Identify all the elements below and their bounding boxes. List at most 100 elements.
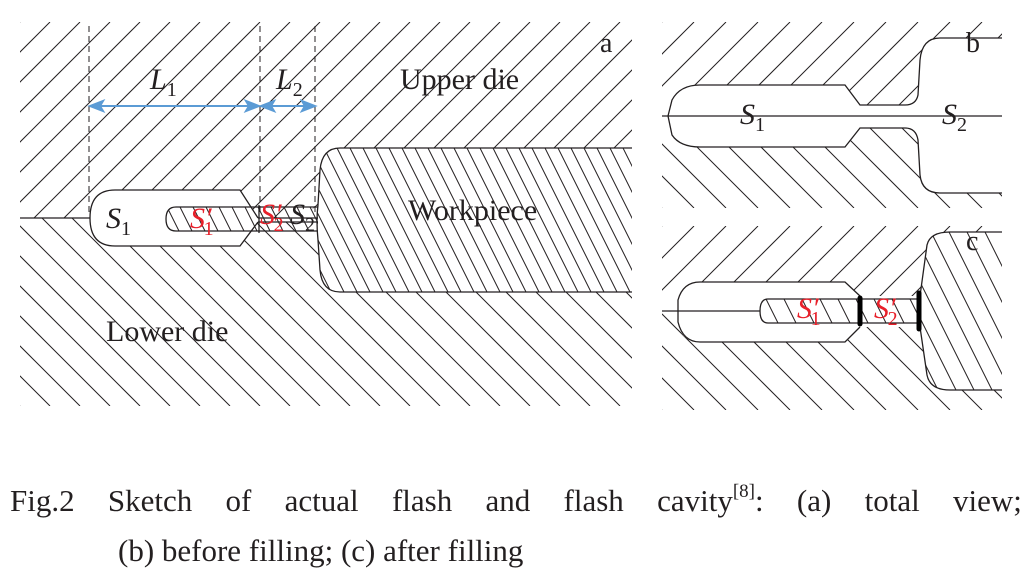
dimension-arrows bbox=[87, 99, 318, 113]
hatch-line bbox=[221, 218, 411, 406]
hatch-line bbox=[662, 312, 759, 410]
caption-word: view; bbox=[952, 483, 1022, 518]
hatch-line bbox=[479, 148, 553, 292]
hatch-line bbox=[722, 312, 823, 410]
hatch-line bbox=[662, 312, 727, 410]
panel-b-tag: b bbox=[966, 28, 980, 59]
caption-fig-number: Fig.2 bbox=[10, 483, 75, 518]
hatch-line bbox=[662, 120, 727, 208]
actual-flash-outline bbox=[165, 206, 318, 232]
hatch-line bbox=[551, 218, 632, 406]
hatch-line bbox=[701, 148, 773, 292]
hatch-line bbox=[205, 207, 219, 231]
hatch-line bbox=[662, 22, 695, 115]
upper-cavity-outline bbox=[667, 37, 1002, 117]
caption-line-1: Fig.2 Sketch of actual flash and flash c… bbox=[10, 476, 1022, 526]
hatch-line bbox=[20, 218, 171, 406]
caption-word: actual bbox=[284, 483, 359, 518]
hatch-line bbox=[20, 22, 21, 218]
hatch-line bbox=[192, 207, 206, 231]
workpiece-hatch bbox=[317, 148, 786, 292]
actual-flash-outline bbox=[759, 298, 860, 324]
hatch-line bbox=[317, 148, 345, 292]
citation-ref: [8] bbox=[732, 481, 755, 502]
hatch-line bbox=[672, 226, 759, 312]
hatch-line bbox=[244, 207, 258, 231]
hatch-line bbox=[714, 148, 786, 292]
panel-c-S1-prime-label: S′1 bbox=[797, 292, 821, 330]
workpiece-outline bbox=[316, 147, 632, 293]
hatch-line bbox=[309, 207, 318, 231]
hatch-line bbox=[662, 226, 695, 312]
hatch-line bbox=[814, 22, 1010, 218]
hatch-line bbox=[123, 22, 321, 218]
caption-word: Sketch bbox=[107, 483, 193, 518]
hatch-line bbox=[649, 148, 721, 292]
panel-b-S1-label: S1 bbox=[740, 98, 765, 136]
hatch-line bbox=[581, 218, 632, 406]
hatch-line bbox=[531, 311, 630, 410]
hatch-line bbox=[270, 207, 284, 231]
panel-b-S2-label: S2 bbox=[942, 98, 967, 136]
caption-word: total bbox=[864, 483, 920, 518]
S2-label: S2 bbox=[290, 198, 315, 236]
hatch-line bbox=[634, 22, 830, 218]
hatch-line bbox=[536, 22, 630, 116]
hatch-line bbox=[311, 218, 501, 406]
upper-die-label: Upper die bbox=[400, 63, 519, 96]
c-workpiece-hatch bbox=[920, 232, 1002, 390]
hatch-line bbox=[505, 148, 579, 292]
hatch-line bbox=[251, 218, 441, 406]
hatch-line bbox=[521, 218, 632, 406]
hatch-line bbox=[543, 22, 632, 218]
caption-word: flash bbox=[391, 483, 453, 518]
hatch-line bbox=[341, 218, 531, 406]
hatch-line bbox=[951, 22, 1002, 115]
hatch-line bbox=[609, 148, 632, 292]
hatch-line bbox=[662, 312, 695, 410]
hatch-line bbox=[363, 22, 561, 218]
workpiece-label: Workpiece bbox=[408, 194, 537, 227]
hatch-line bbox=[662, 226, 727, 312]
caption-word: flash bbox=[563, 483, 624, 518]
hatch-line bbox=[166, 207, 167, 231]
hatch-line bbox=[20, 218, 201, 406]
hatch-line bbox=[375, 148, 449, 292]
hatch-line bbox=[930, 232, 1002, 390]
hatch-line bbox=[440, 148, 514, 292]
hatch-line bbox=[427, 148, 501, 292]
hatch-line bbox=[873, 299, 887, 323]
L2-arrowhead-left bbox=[258, 99, 277, 113]
hatch-line bbox=[690, 312, 791, 410]
hatch-line bbox=[183, 22, 381, 218]
hatch-line bbox=[281, 218, 471, 406]
hatch-line bbox=[855, 22, 951, 115]
hatch-line bbox=[303, 22, 501, 218]
hatch-line bbox=[453, 148, 527, 292]
hatch-line bbox=[20, 22, 81, 218]
hatch-line bbox=[984, 232, 1002, 390]
hatch-line bbox=[166, 207, 180, 231]
hatch-line bbox=[317, 148, 384, 292]
hatch-line bbox=[882, 312, 983, 410]
hatch-line bbox=[662, 120, 663, 208]
hatch-line bbox=[296, 207, 310, 231]
hatch-line bbox=[662, 148, 734, 292]
hatch-line bbox=[837, 299, 851, 323]
hatch-line bbox=[557, 148, 631, 292]
hatch-line bbox=[491, 218, 632, 406]
hatch-line bbox=[920, 232, 957, 390]
hatch-line bbox=[754, 312, 855, 410]
hatch-line bbox=[948, 232, 1002, 390]
hatch-line bbox=[20, 22, 141, 218]
hatch-line bbox=[786, 312, 887, 410]
panel-a-tag: a bbox=[600, 28, 613, 59]
L1-label: L1 bbox=[149, 63, 177, 101]
hatch-line bbox=[20, 22, 201, 218]
caption-word: of bbox=[225, 483, 252, 518]
panel-c-markers bbox=[857, 290, 922, 332]
hatch-line bbox=[909, 299, 920, 323]
hatch-line bbox=[393, 22, 591, 218]
S1-label: S1 bbox=[106, 202, 131, 240]
hatch-line bbox=[823, 22, 919, 115]
